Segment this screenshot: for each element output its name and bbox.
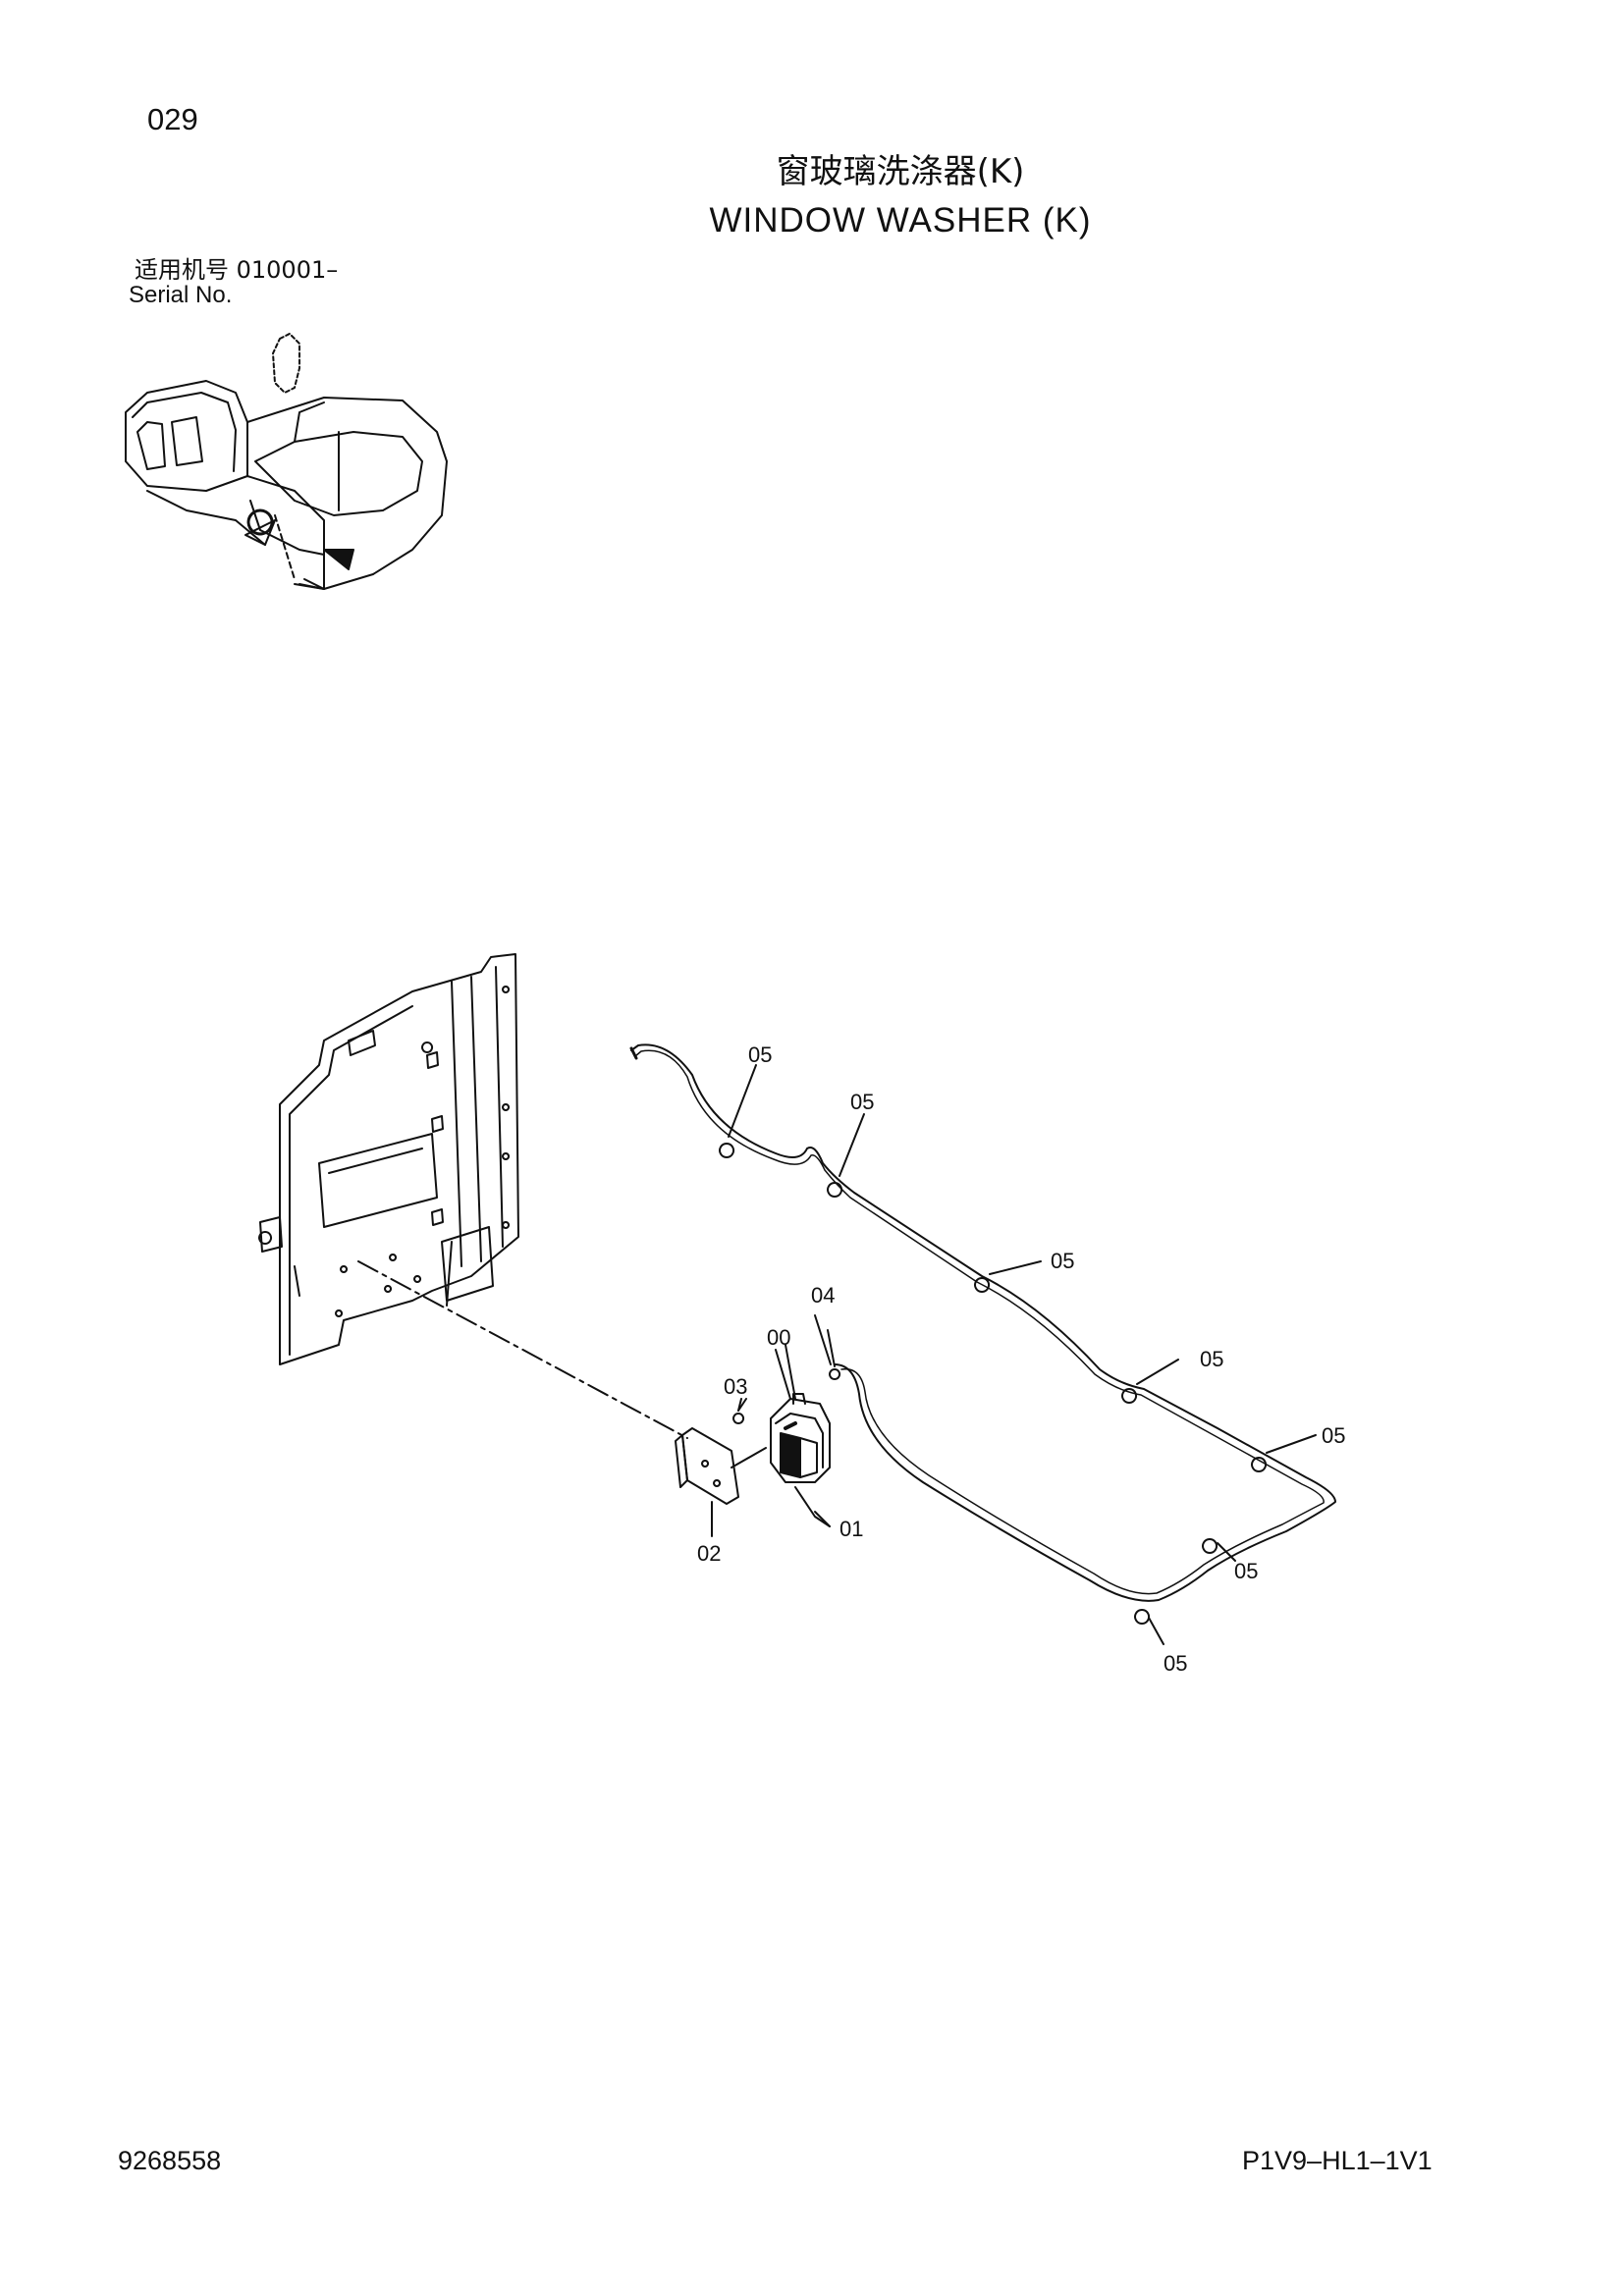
callout-label: 03 — [724, 1374, 747, 1399]
callout-label: 05 — [1051, 1249, 1074, 1273]
callout-label: 00 — [767, 1325, 790, 1350]
page-number: 029 — [147, 102, 198, 136]
callout-labels: 05 05 05 05 05 05 05 04 00 03 01 02 — [697, 1042, 1345, 1676]
callout-label: 05 — [1200, 1347, 1223, 1371]
title-chinese: 窗玻璃洗涤器(K) — [776, 152, 1025, 191]
hose-clips — [719, 1143, 1268, 1625]
mounting-bracket — [675, 1427, 767, 1537]
callout-label: 02 — [697, 1541, 721, 1566]
callout-label: 04 — [811, 1283, 835, 1308]
callout-label: 05 — [1164, 1651, 1187, 1676]
callout-label: 05 — [1234, 1559, 1258, 1583]
hose-joint — [829, 1368, 841, 1380]
excavator-locator-sketch — [125, 333, 448, 590]
serial-label-english: Serial No. — [129, 282, 233, 308]
cab-side-panel — [258, 953, 519, 1365]
callout-label: 05 — [748, 1042, 772, 1067]
title-english: WINDOW WASHER (K) — [709, 201, 1092, 240]
document-number: 9268558 — [118, 2146, 222, 2175]
mounting-alignment-line — [357, 1260, 688, 1439]
callout-leaders — [728, 1064, 1317, 1645]
serial-label-chinese: 适用机号 010001– — [135, 256, 339, 284]
washer-hose — [630, 1043, 1336, 1602]
bolt — [732, 1413, 745, 1424]
washer-tank — [770, 1344, 831, 1527]
callout-label: 01 — [839, 1517, 863, 1541]
callout-label: 05 — [1322, 1423, 1345, 1448]
callout-label: 05 — [850, 1090, 874, 1114]
model-code: P1V9–HL1–1V1 — [1242, 2146, 1433, 2175]
